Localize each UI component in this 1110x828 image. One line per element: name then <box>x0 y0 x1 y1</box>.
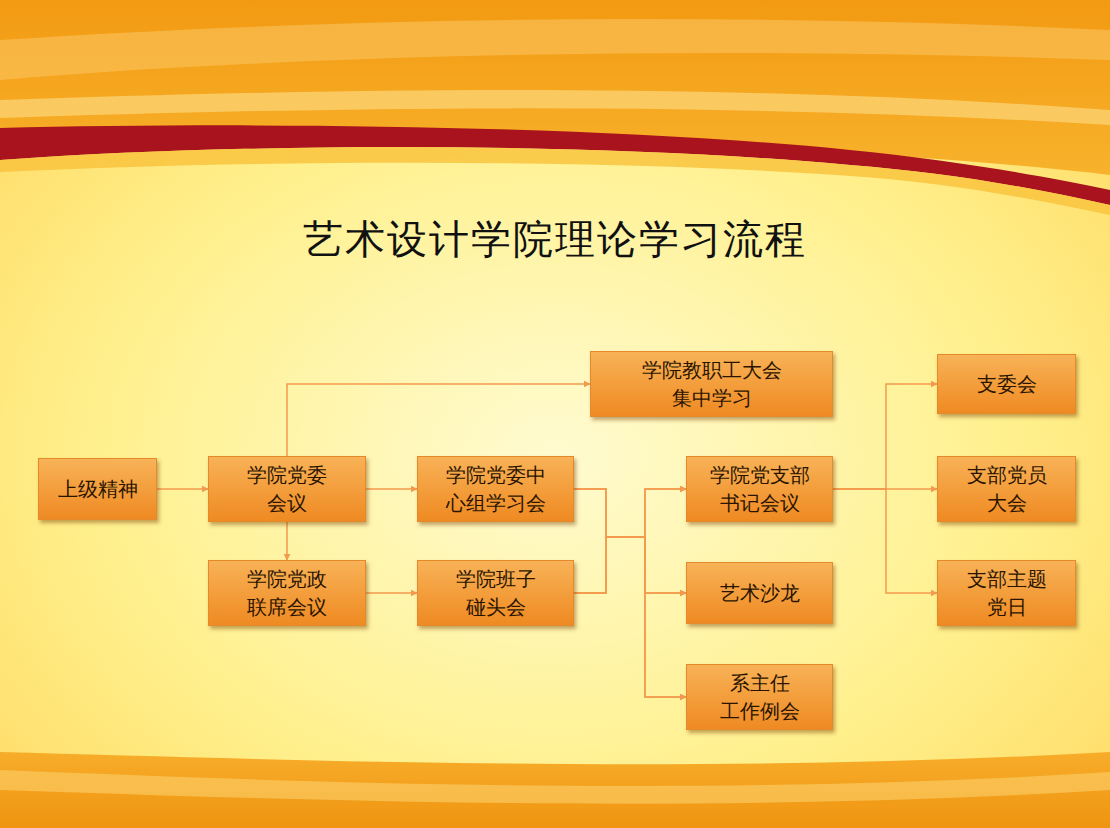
text-line: 大会 <box>967 489 1047 517</box>
process-box: 学院党政 联席会议 <box>208 560 366 626</box>
box-label: 学院班子 碰头会 <box>456 565 536 621</box>
box-label: 系主任 工作例会 <box>720 669 800 725</box>
box-label: 上级精神 <box>58 475 138 503</box>
text-line: 系主任 <box>720 669 800 697</box>
flow-arrow <box>574 537 686 697</box>
top-stripe <box>0 19 1110 80</box>
flow-arrow <box>366 592 417 594</box>
flow-arrow <box>287 384 590 456</box>
text-line: 支部党员 <box>967 461 1047 489</box>
process-box: 学院党委中 心组学习会 <box>417 456 574 522</box>
box-label: 支部党员 大会 <box>967 461 1047 517</box>
flow-arrow <box>286 522 288 560</box>
process-box: 学院党委 会议 <box>208 456 366 522</box>
light-band <box>0 147 1110 215</box>
box-label: 艺术沙龙 <box>720 579 800 607</box>
text-line: 党日 <box>967 593 1047 621</box>
text-line: 上级精神 <box>58 475 138 503</box>
top-stripe <box>0 90 1110 125</box>
box-label: 学院党委 会议 <box>247 461 327 517</box>
text-line: 碰头会 <box>456 593 536 621</box>
text-line: 联席会议 <box>247 593 327 621</box>
text-line: 书记会议 <box>710 489 810 517</box>
flow-arrow <box>574 489 686 593</box>
diagram-title: 艺术设计学院理论学习流程 <box>0 212 1110 267</box>
text-line: 学院党委 <box>247 461 327 489</box>
box-label: 学院党委中 心组学习会 <box>446 461 546 517</box>
text-line: 艺术沙龙 <box>720 579 800 607</box>
process-box: 支部党员 大会 <box>937 456 1076 522</box>
text-line: 支委会 <box>977 370 1037 398</box>
box-label: 学院党政 联席会议 <box>247 565 327 621</box>
box-label: 学院党支部 书记会议 <box>710 461 810 517</box>
flow-arrow <box>833 384 937 489</box>
process-box: 艺术沙龙 <box>686 562 833 624</box>
text-line: 支部主题 <box>967 565 1047 593</box>
process-box: 学院党支部 书记会议 <box>686 456 833 522</box>
flow-arrow <box>574 489 686 697</box>
bottom-band <box>0 752 1110 828</box>
process-box: 支委会 <box>937 354 1076 414</box>
text-line: 学院党政 <box>247 565 327 593</box>
flow-arrow <box>833 489 937 593</box>
process-box: 支部主题 党日 <box>937 560 1076 626</box>
text-line: 学院党支部 <box>710 461 810 489</box>
box-label: 支部主题 党日 <box>967 565 1047 621</box>
text-line: 集中学习 <box>642 384 782 412</box>
bottom-stripe <box>0 770 1110 804</box>
text-line: 学院党委中 <box>446 461 546 489</box>
text-line: 学院教职工大会 <box>642 356 782 384</box>
text-line: 学院班子 <box>456 565 536 593</box>
process-box: 上级精神 <box>38 458 157 520</box>
flow-arrow <box>574 489 686 537</box>
text-line: 心组学习会 <box>446 489 546 517</box>
process-box: 学院班子 碰头会 <box>417 560 574 626</box>
flow-arrow <box>157 488 208 490</box>
flow-arrow <box>366 488 417 490</box>
box-label: 支委会 <box>977 370 1037 398</box>
process-box: 学院教职工大会 集中学习 <box>590 351 833 417</box>
text-line: 工作例会 <box>720 697 800 725</box>
flow-arrow <box>574 537 686 593</box>
flow-arrow <box>574 489 686 593</box>
text-line: 会议 <box>247 489 327 517</box>
process-box: 系主任 工作例会 <box>686 664 833 730</box>
box-label: 学院教职工大会 集中学习 <box>642 356 782 412</box>
